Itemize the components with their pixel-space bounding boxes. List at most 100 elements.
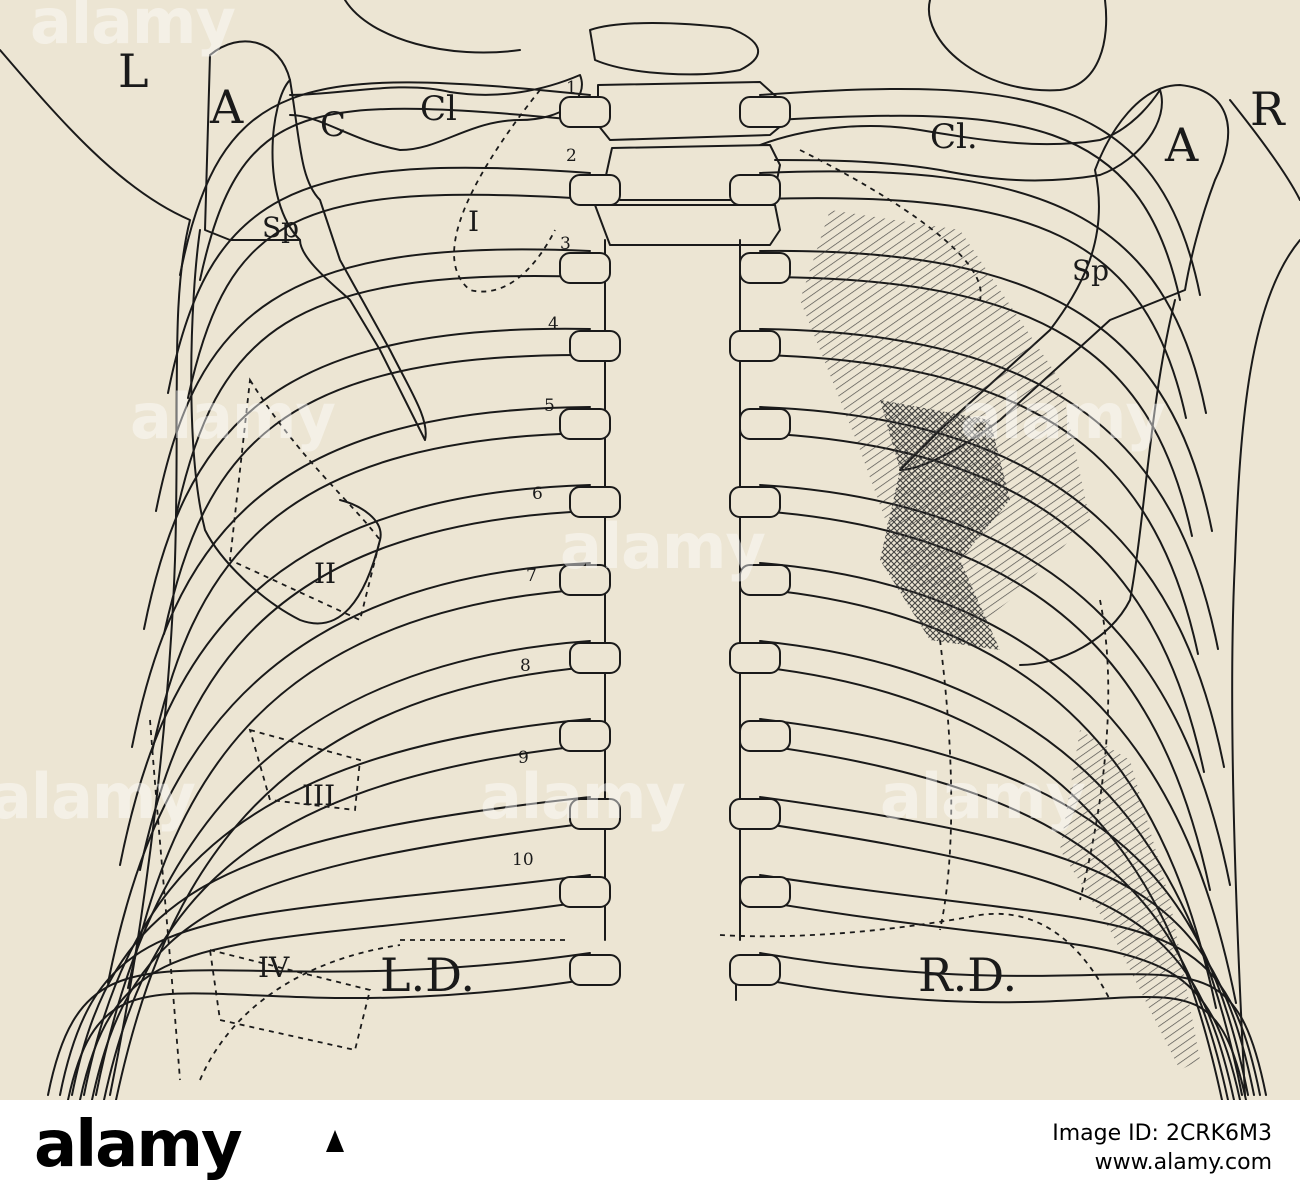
label-left-coracoid: C: [320, 105, 347, 145]
left-transverse-process: [559, 720, 611, 752]
label-region-3: III: [302, 779, 336, 812]
footer-bar: alamy Image ID: 2CRK6M3 www.alamy.com: [0, 1100, 1300, 1190]
right-rib: [759, 114, 1181, 301]
left-rib: [139, 510, 591, 871]
left-body-outline: [0, 49, 191, 1096]
anatomical-figure: alamy alamy alamy alamy alamy alamy alam…: [0, 0, 1300, 1100]
left-scapula: [204, 40, 427, 441]
left-rib: [91, 822, 591, 1100]
label-left-side: L: [118, 44, 149, 98]
crosshatched-area: [880, 400, 1010, 650]
left-rib: [67, 978, 591, 1100]
left-rib: [199, 107, 591, 281]
rib-number: 6: [532, 484, 543, 504]
left-transverse-process: [559, 564, 611, 596]
label-right-acromion: A: [1165, 118, 1199, 172]
diaphragm-dashed-line: [400, 912, 1111, 1001]
left-transverse-process: [559, 252, 611, 284]
left-rib: [83, 718, 591, 1096]
hatched-area: [1060, 730, 1200, 1070]
brand-logo: alamy: [34, 1108, 243, 1182]
right-transverse-process: [739, 876, 791, 908]
rib-number: 1: [566, 78, 577, 98]
label-right-side: R: [1250, 82, 1285, 136]
left-rib: [179, 81, 591, 276]
label-left-spine: Sp: [262, 211, 300, 244]
right-transverse-process: [729, 174, 781, 206]
right-rib: [759, 87, 1201, 296]
left-rib: [103, 744, 591, 1100]
label-left-diaphragm: L.D.: [380, 948, 476, 1002]
site-url: www.alamy.com: [1094, 1149, 1272, 1175]
image-id: Image ID: 2CRK6M3: [1052, 1121, 1272, 1146]
left-rib: [107, 562, 591, 984]
right-clavicle: [759, 89, 1163, 182]
diaphragm-dashed-line: [199, 944, 401, 1081]
left-transverse-process: [569, 174, 621, 206]
left-rib: [71, 796, 591, 1096]
right-transverse-process: [739, 720, 791, 752]
thorax-drawing: [0, 0, 1300, 1100]
left-transverse-process: [569, 642, 621, 674]
zone-three-outline: [248, 728, 361, 812]
left-rib: [47, 952, 591, 1096]
rib-number: 8: [520, 656, 531, 676]
left-transverse-process: [569, 954, 621, 986]
left-transverse-process: [569, 330, 621, 362]
zone-two-outline: [229, 377, 381, 622]
left-transverse-process: [569, 486, 621, 518]
left-transverse-process: [559, 96, 611, 128]
left-rib: [119, 484, 591, 866]
right-body-outline: [1231, 239, 1300, 1096]
left-rib: [143, 327, 591, 630]
zone-four-outline: [208, 948, 372, 1052]
right-transverse-process: [729, 642, 781, 674]
left-rib: [167, 166, 591, 394]
rib-number: 4: [548, 314, 559, 334]
spinal-canal-edge: [604, 239, 741, 941]
lung-border-dashed: [1079, 599, 1110, 901]
left-rib: [131, 406, 591, 748]
right-rib: [759, 562, 1237, 1004]
left-rib: [187, 193, 591, 399]
lung-apex-dashed: [453, 89, 556, 293]
right-rib: [759, 978, 1247, 1100]
label-left-acromion: A: [210, 80, 244, 134]
right-transverse-process: [739, 408, 791, 440]
lung-border-dashed: [149, 719, 181, 1081]
rib-number: 5: [544, 396, 555, 416]
right-transverse-process: [729, 486, 781, 518]
label-region-2: II: [314, 557, 337, 590]
left-transverse-process: [559, 408, 611, 440]
left-rib: [175, 275, 591, 517]
right-transverse-process: [739, 564, 791, 596]
right-rib: [759, 170, 1207, 414]
rib-number: 10: [512, 850, 534, 870]
right-rib: [759, 197, 1187, 419]
right-transverse-process: [729, 798, 781, 830]
label-region-4: IV: [258, 951, 290, 984]
label-right-clavicle: Cl.: [930, 117, 978, 157]
left-rib: [151, 432, 591, 753]
rib-number: 9: [518, 748, 529, 768]
brand-mark-icon: [326, 1130, 344, 1152]
left-rib: [163, 353, 591, 635]
rib-number: 3: [560, 234, 571, 254]
vertebra-top: [589, 22, 760, 76]
right-transverse-process: [739, 96, 791, 128]
rib-number: 2: [566, 146, 577, 166]
label-region-1: I: [468, 205, 480, 238]
left-transverse-process: [559, 876, 611, 908]
left-rib: [79, 900, 591, 1100]
right-transverse-process: [739, 252, 791, 284]
left-rib: [127, 588, 591, 989]
label-right-diaphragm: R.D.: [918, 948, 1018, 1002]
left-transverse-process: [569, 798, 621, 830]
image-id-text: Image ID: 2CRK6M3 www.alamy.com: [1052, 1120, 1272, 1177]
right-transverse-process: [729, 954, 781, 986]
label-left-clavicle: Cl: [420, 89, 457, 129]
left-rib: [59, 874, 591, 1096]
lung-border-dashed: [939, 639, 953, 931]
rib-number: 7: [526, 566, 537, 586]
left-rib: [155, 248, 591, 512]
